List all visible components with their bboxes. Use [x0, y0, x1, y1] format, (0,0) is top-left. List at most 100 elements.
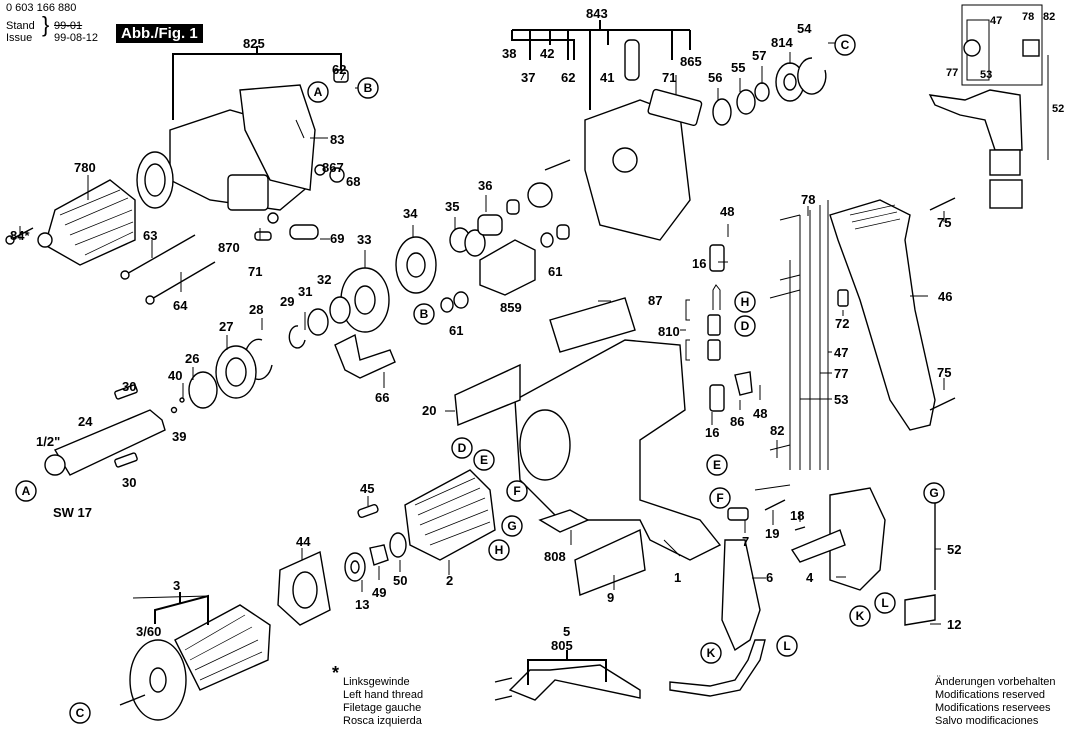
bearing-parts-right	[712, 57, 827, 126]
callout-A-left: A	[15, 480, 37, 502]
label-49: 49	[372, 585, 386, 600]
label-41: 41	[600, 70, 614, 85]
label-86: 86	[730, 414, 744, 429]
label-865: 865	[680, 54, 702, 69]
label-19: 19	[765, 526, 779, 541]
label-3-60: 3/60	[136, 624, 161, 639]
label-32: 32	[317, 272, 331, 287]
svg-text:B: B	[420, 307, 429, 321]
label-27: 27	[219, 319, 233, 334]
label-45: 45	[360, 481, 374, 496]
label-47: 47	[834, 345, 848, 360]
schematic-label-53: 53	[980, 69, 992, 81]
label-75a: 75	[937, 215, 951, 230]
label-75b: 75	[937, 365, 951, 380]
label-63: 63	[143, 228, 157, 243]
callout-C-top: C	[834, 34, 856, 56]
brace: }	[42, 12, 50, 37]
label-61b: 61	[449, 323, 463, 338]
part-labels: 825 62 83 867 68 780 84* 63 64 870 69 71…	[10, 6, 1064, 653]
callout-G-cord: G	[923, 482, 945, 504]
switch	[727, 487, 886, 591]
part-number: 0 603 166 880	[6, 2, 77, 14]
label-814: 814	[771, 35, 793, 50]
label-42: 42	[540, 46, 554, 61]
disclaimer-line-1: Änderungen vorbehalten	[935, 676, 1056, 688]
svg-text:H: H	[495, 543, 504, 557]
label-55: 55	[731, 60, 745, 75]
armature	[119, 592, 271, 721]
callout-G-stator: G	[501, 515, 523, 537]
label-16b: 16	[705, 425, 719, 440]
label-24: 24	[78, 414, 93, 429]
label-35: 35	[445, 199, 459, 214]
svg-text:A: A	[22, 484, 31, 498]
label-9: 9	[607, 590, 614, 605]
callout-L-switch: L	[874, 592, 896, 614]
screws-63-64	[5, 227, 216, 305]
bracket-843	[511, 20, 691, 110]
svg-text:D: D	[458, 441, 467, 455]
label-57: 57	[752, 48, 766, 63]
label-56: 56	[708, 70, 722, 85]
label-71: 71	[248, 264, 262, 279]
label-44: 44	[296, 534, 311, 549]
label-37: 37	[521, 70, 535, 85]
label-30b: 30	[122, 475, 136, 490]
old-date: 99-01	[54, 20, 83, 32]
label-34: 34	[403, 206, 418, 221]
callout-D-wire: D	[734, 315, 756, 337]
handle	[829, 197, 956, 431]
label-78: 78	[801, 192, 815, 207]
callout-H-wire: H	[734, 291, 756, 313]
label-72: 72	[835, 316, 849, 331]
label-40: 40	[168, 368, 182, 383]
leader-lines	[19, 42, 945, 625]
svg-text:C: C	[841, 38, 850, 52]
label-810: 810	[658, 324, 680, 339]
label-4: 4	[806, 570, 814, 585]
label-77: 77	[834, 366, 848, 381]
label-28: 28	[249, 302, 263, 317]
callout-A-top: A	[307, 81, 329, 103]
svg-text:K: K	[707, 646, 716, 660]
callout-F-wire: F	[709, 487, 731, 509]
footnote-line-4: Rosca izquierda	[343, 715, 422, 727]
svg-text:H: H	[741, 295, 750, 309]
small-parts-left	[254, 69, 349, 241]
label-62: 62	[332, 62, 346, 77]
svg-text:E: E	[713, 458, 721, 472]
label-61a: 61	[548, 264, 562, 279]
callout-H-stator: H	[488, 539, 510, 561]
label-66: 66	[375, 390, 389, 405]
label-46: 46	[938, 289, 952, 304]
label-1: 1	[674, 570, 681, 585]
label-64: 64	[173, 298, 188, 313]
label-82: 82	[770, 423, 784, 438]
schematic-label-52: 52	[1052, 103, 1064, 115]
label-13: 13	[355, 597, 369, 612]
label-54: 54	[797, 21, 812, 36]
label-870: 870	[218, 240, 240, 255]
stand-label: Stand	[6, 20, 35, 32]
label-53: 53	[834, 392, 848, 407]
disclaimer-line-3: Modifications reservees	[935, 702, 1051, 714]
label-71b: 71	[662, 70, 676, 85]
label-50: 50	[393, 573, 407, 588]
schematic-label-77: 77	[946, 67, 958, 79]
label-867: 867	[322, 160, 344, 175]
svg-text:F: F	[513, 484, 520, 498]
schematic-label-82: 82	[1043, 11, 1055, 23]
callout-K-cord: K	[700, 642, 722, 664]
label-3: 3	[173, 578, 180, 593]
label-33: 33	[357, 232, 371, 247]
svg-text:G: G	[507, 519, 516, 533]
label-16a: 16	[692, 256, 706, 271]
issue-date: 99-08-12	[54, 32, 99, 44]
brushes	[707, 244, 849, 412]
svg-text:B: B	[364, 81, 373, 95]
svg-text:F: F	[716, 491, 723, 505]
label-36: 36	[478, 178, 492, 193]
label-38: 38	[502, 46, 516, 61]
